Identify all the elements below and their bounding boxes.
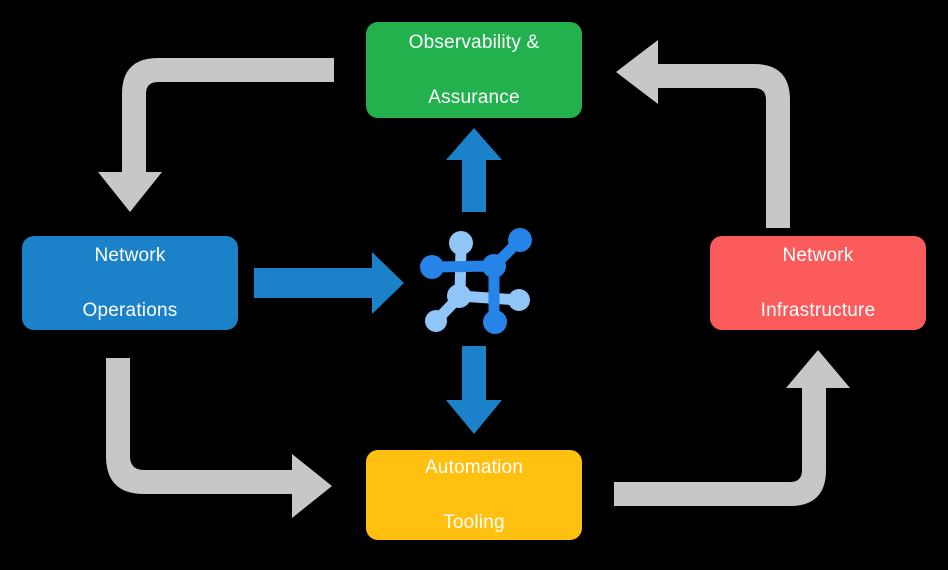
topology-nodes-dark (420, 228, 532, 334)
node-label-line-1: Network (782, 244, 854, 266)
topology-nodes-light (425, 231, 530, 332)
connector-center-to-observability (446, 128, 502, 212)
topology-node-top-right-hub (482, 254, 506, 278)
node-label: Network Infrastructure (761, 214, 876, 352)
topology-node-left (420, 255, 444, 279)
topology-node-center-hub (447, 284, 471, 308)
connector-observability-to-operations (98, 58, 334, 212)
node-label: Network Operations (83, 214, 178, 352)
node-label-line-1: Automation (424, 456, 524, 478)
node-label-line-1: Observability & (408, 31, 540, 53)
node-label-line-2: Tooling (443, 511, 505, 533)
network-topology-icon (420, 228, 532, 334)
topology-node-bottom (483, 310, 507, 334)
connector-operations-to-center (254, 252, 404, 314)
topology-node-right-mid (508, 289, 530, 311)
node-label: Automation Tooling (425, 426, 523, 564)
node-label-line-1: Network (94, 244, 166, 266)
node-label: Observability & Assurance (409, 1, 540, 139)
connector-center-to-automation (446, 346, 502, 434)
topology-node-bottom-left (425, 310, 447, 332)
node-label-line-2: Assurance (428, 86, 520, 108)
connector-infrastructure-to-observability (616, 40, 790, 228)
node-automation-tooling[interactable]: Automation Tooling (366, 450, 582, 540)
node-network-operations[interactable]: Network Operations (22, 236, 238, 330)
connector-operations-to-automation (106, 358, 332, 518)
node-network-infrastructure[interactable]: Network Infrastructure (710, 236, 926, 330)
connector-automation-to-infrastructure (614, 350, 850, 506)
topology-node-top-center (449, 231, 473, 255)
topology-node-top-right (508, 228, 532, 252)
node-observability-assurance[interactable]: Observability & Assurance (366, 22, 582, 118)
node-label-line-2: Operations (82, 299, 178, 321)
node-label-line-2: Infrastructure (760, 299, 876, 321)
